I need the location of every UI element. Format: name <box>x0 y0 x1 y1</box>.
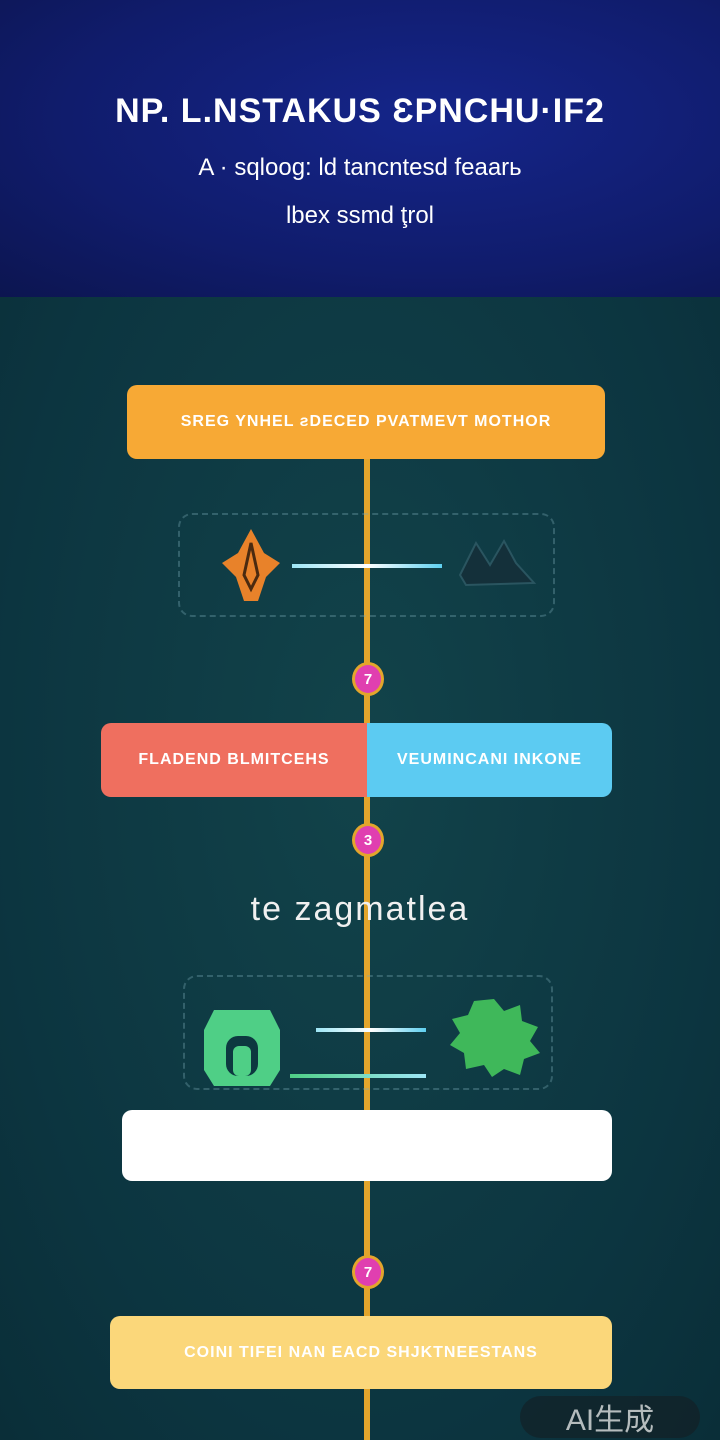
section-heading: te zagmatlea <box>250 890 470 928</box>
connector-arrow <box>292 564 442 568</box>
page-title: NP. L.NSTAKUS ƐPNCHU·IF2 <box>115 92 605 130</box>
step-box-1: SREG YNHEL ƨDECED PVATMEVT MOTHOR <box>127 385 605 459</box>
step-label-left: FLADEND BLMITCEHS <box>138 751 330 768</box>
ai-watermark: AI生成 <box>520 1396 700 1438</box>
step-label-right: VEUMINCANI INKONE <box>396 751 582 768</box>
step-box-blank <box>122 1110 612 1181</box>
icon-panel-2 <box>183 975 553 1090</box>
step-label: SREG YNHEL ƨDECED PVATMEVT MOTHOR <box>180 413 552 430</box>
connector-arrow <box>316 1028 426 1032</box>
step-box-final: COINI TIFEI NAN EACD SHJKTNEESTANS <box>110 1316 612 1389</box>
flow-area <box>0 297 720 1440</box>
step-box-right: VEUMINCANI INKONE <box>367 723 612 797</box>
subtitle-line-1: A · sqloog: ld tancntesd feaarь <box>198 154 522 181</box>
step-badge: 3 <box>352 823 384 857</box>
connector-arrow <box>290 1074 426 1078</box>
header-banner: NP. L.NSTAKUS ƐPNCHU·IF2 A · sqloog: ld … <box>0 0 720 297</box>
dark-emblem-icon <box>458 538 537 587</box>
step-box-left: FLADEND BLMITCEHS <box>101 723 367 797</box>
step-badge: 7 <box>352 1255 384 1289</box>
step-badge: 7 <box>352 662 384 696</box>
step-label: COINI TIFEI NAN EACD SHJKTNEESTANS <box>184 1343 538 1361</box>
subtitle-line-2: lbex ssmd ţrol <box>285 202 435 229</box>
green-device-icon <box>204 1010 280 1086</box>
green-gear-icon <box>450 999 540 1077</box>
flame-icon <box>222 529 280 601</box>
icon-panel-1 <box>178 513 555 617</box>
timeline-line <box>364 459 370 1440</box>
